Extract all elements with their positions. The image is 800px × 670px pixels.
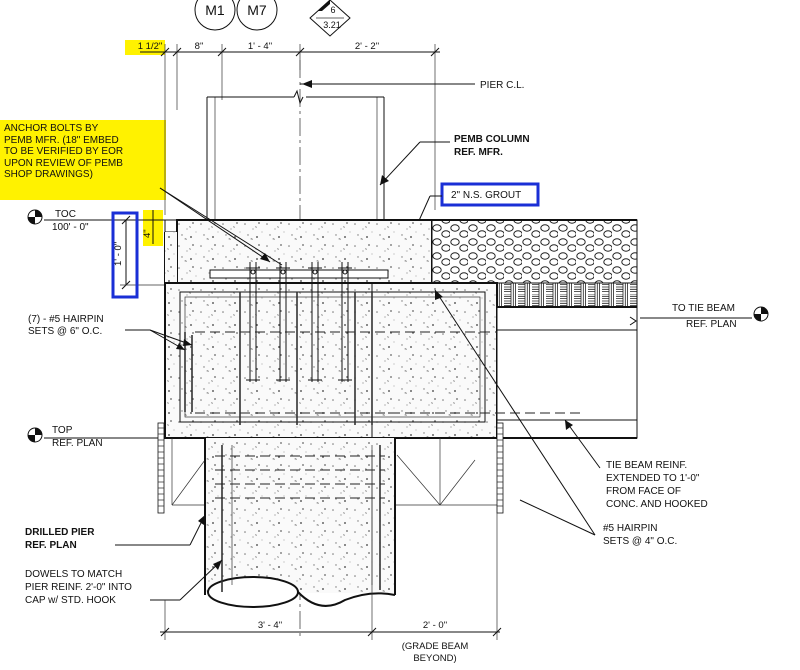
anchor-note-line: TO BE VERIFIED BY EOR (4, 146, 124, 157)
pemb-column-ref: REF. MFR. (454, 147, 503, 158)
soil-edge-hatch (157, 422, 504, 514)
grade-beam-note-2: BEYOND) (413, 653, 456, 664)
pier-cl-label: PIER C.L. (480, 80, 524, 91)
drilled-pier-label: DRILLED PIER (25, 527, 95, 538)
grid-bubble-m1: M1 (194, 0, 236, 31)
tie-beam (496, 306, 638, 439)
drilled-pier (204, 438, 396, 608)
hairpin-5-spacing: SETS @ 4" O.C. (603, 536, 677, 547)
grout-thickness-label: 4" (142, 229, 153, 238)
tie-beam-reinf-line4: CONC. AND HOOKED (606, 499, 708, 510)
hairpin-7-spacing: SETS @ 6" O.C. (28, 326, 102, 337)
anchor-note-line: PEMB MFR. (18" EMBED (4, 134, 119, 146)
tie-beam-reinf-line1: TIE BEAM REINF. (606, 460, 687, 471)
hairpin-5-callout: #5 HAIRPIN SETS @ 4" O.C. (434, 289, 677, 547)
top-ref: REF. PLAN (52, 438, 103, 449)
dim-highlight (125, 40, 165, 55)
bottom-dimensions: 3' - 4" 2' - 0" (GRADE BEAM BEYOND) (160, 450, 502, 664)
top-dimensions: 1 1/2" 8" 1' - 4" 2' - 2" (138, 41, 440, 215)
toc-elevation: 100' - 0" (52, 222, 89, 233)
grid-m1-label: M1 (205, 2, 225, 18)
anchor-note-line: UPON REVIEW OF PEMB (4, 157, 123, 169)
grid-m7-label: M7 (247, 2, 267, 18)
dim-2-2: 2' - 2" (355, 41, 379, 52)
drilled-pier-callout: DRILLED PIER REF. PLAN (25, 514, 206, 551)
anchor-note-line: SHOP DRAWINGS) (4, 169, 93, 180)
dowels-callout: DOWELS TO MATCH PIER REINF. 2'-0" INTO C… (25, 559, 223, 606)
grout-bed (209, 269, 389, 279)
dim-1-4: 1' - 4" (248, 41, 272, 52)
anchor-bolt-leader (159, 187, 283, 266)
dim-1-half: 1 1/2" (138, 41, 163, 52)
tie-beam-label: TO TIE BEAM (672, 303, 735, 314)
section-number: 6 (330, 5, 335, 15)
tie-beam-reinf-line3: FROM FACE OF (606, 486, 681, 497)
hairpin-5-label: #5 HAIRPIN (603, 523, 657, 534)
pemb-column-callout: PEMB COLUMN REF. MFR. (379, 134, 530, 186)
grout-label: 2" N.S. GROUT (451, 190, 521, 201)
pedestal-notch (164, 219, 178, 233)
sheet-number: 3.21 (323, 20, 341, 30)
top-marker: TOP REF. PLAN (27, 425, 165, 449)
tie-beam-marker: TO TIE BEAM REF. PLAN (640, 303, 769, 330)
anchor-note-line: ANCHOR BOLTS BY (4, 123, 99, 134)
dim-2-0: 2' - 0" (423, 620, 447, 631)
cap-reinforcement (179, 262, 580, 425)
vapor-barrier (496, 282, 638, 308)
hairpin-7-callout: (7) - #5 HAIRPIN SETS @ 6" O.C. (28, 314, 193, 351)
hairpin-7-label: (7) - #5 HAIRPIN (28, 314, 104, 325)
grade-beam-note-1: (GRADE BEAM (402, 641, 469, 652)
tie-beam-reinf-callout: TIE BEAM REINF. EXTENDED TO 1'-0" FROM F… (564, 419, 708, 510)
pier-cap (164, 282, 498, 439)
tie-beam-ref: REF. PLAN (686, 319, 737, 330)
cap-height-dimension: 1' - 0" 4" (111, 210, 175, 299)
dowels-line1: DOWELS TO MATCH (25, 569, 122, 580)
dim-8: 8" (195, 41, 204, 52)
grid-bubble-m7: M7 (236, 0, 278, 31)
anchor-bolt-note: ANCHOR BOLTS BY PEMB MFR. (18" EMBED TO … (0, 120, 166, 200)
section-marker: 6 3.21 (309, 0, 351, 37)
cap-height-label: 1' - 0" (113, 242, 124, 266)
pemb-column-label: PEMB COLUMN (454, 134, 530, 145)
gravel-fill (431, 219, 638, 284)
tie-beam-reinf-line2: EXTENDED TO 1'-0" (606, 473, 700, 484)
dowels-line3: CAP w/ STD. HOOK (25, 595, 116, 606)
dim-3-4: 3' - 4" (258, 620, 282, 631)
drilled-pier-ref: REF. PLAN (25, 540, 77, 551)
dowels-line2: PIER REINF. 2'-0" INTO (25, 582, 132, 593)
pier-cl-callout: PIER C.L. (300, 80, 524, 91)
top-label: TOP (52, 425, 73, 436)
toc-label: TOC (55, 209, 76, 220)
